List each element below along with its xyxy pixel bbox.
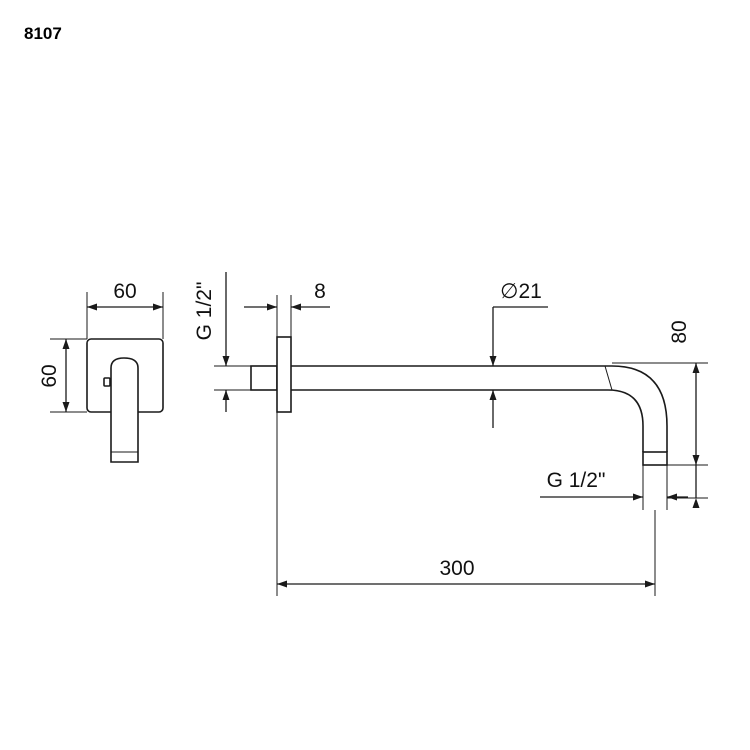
dim-drop-height: 80 xyxy=(612,320,708,508)
side-view xyxy=(250,336,668,466)
dim-inlet-thread: G 1/2" xyxy=(193,272,251,412)
drop-height-label: 80 xyxy=(668,320,691,343)
dim-flange-thickness: 8 xyxy=(244,280,330,337)
flange-thickness-label: 8 xyxy=(314,280,326,303)
plate-height-label: 60 xyxy=(38,364,61,387)
front-view xyxy=(86,338,164,463)
dim-plate-width: 60 xyxy=(86,280,164,339)
dim-arm-diameter: ∅21 xyxy=(489,280,548,428)
arm-length-label: 300 xyxy=(439,557,474,580)
flange xyxy=(276,336,292,413)
outlet-thread-label: G 1/2" xyxy=(547,469,606,492)
plate-width-label: 60 xyxy=(113,280,136,303)
arm-diameter-label: ∅21 xyxy=(500,280,542,303)
outlet-thread xyxy=(642,451,668,466)
arm-front xyxy=(110,357,139,463)
dim-arm-length: 300 xyxy=(276,412,656,596)
arm-bend xyxy=(611,365,668,452)
inlet-thread-label: G 1/2" xyxy=(193,282,216,341)
inlet-thread xyxy=(250,365,278,391)
product-code: 8107 xyxy=(24,24,62,43)
dim-plate-height: 60 xyxy=(38,338,87,413)
dim-outlet-thread: G 1/2" xyxy=(540,465,688,510)
